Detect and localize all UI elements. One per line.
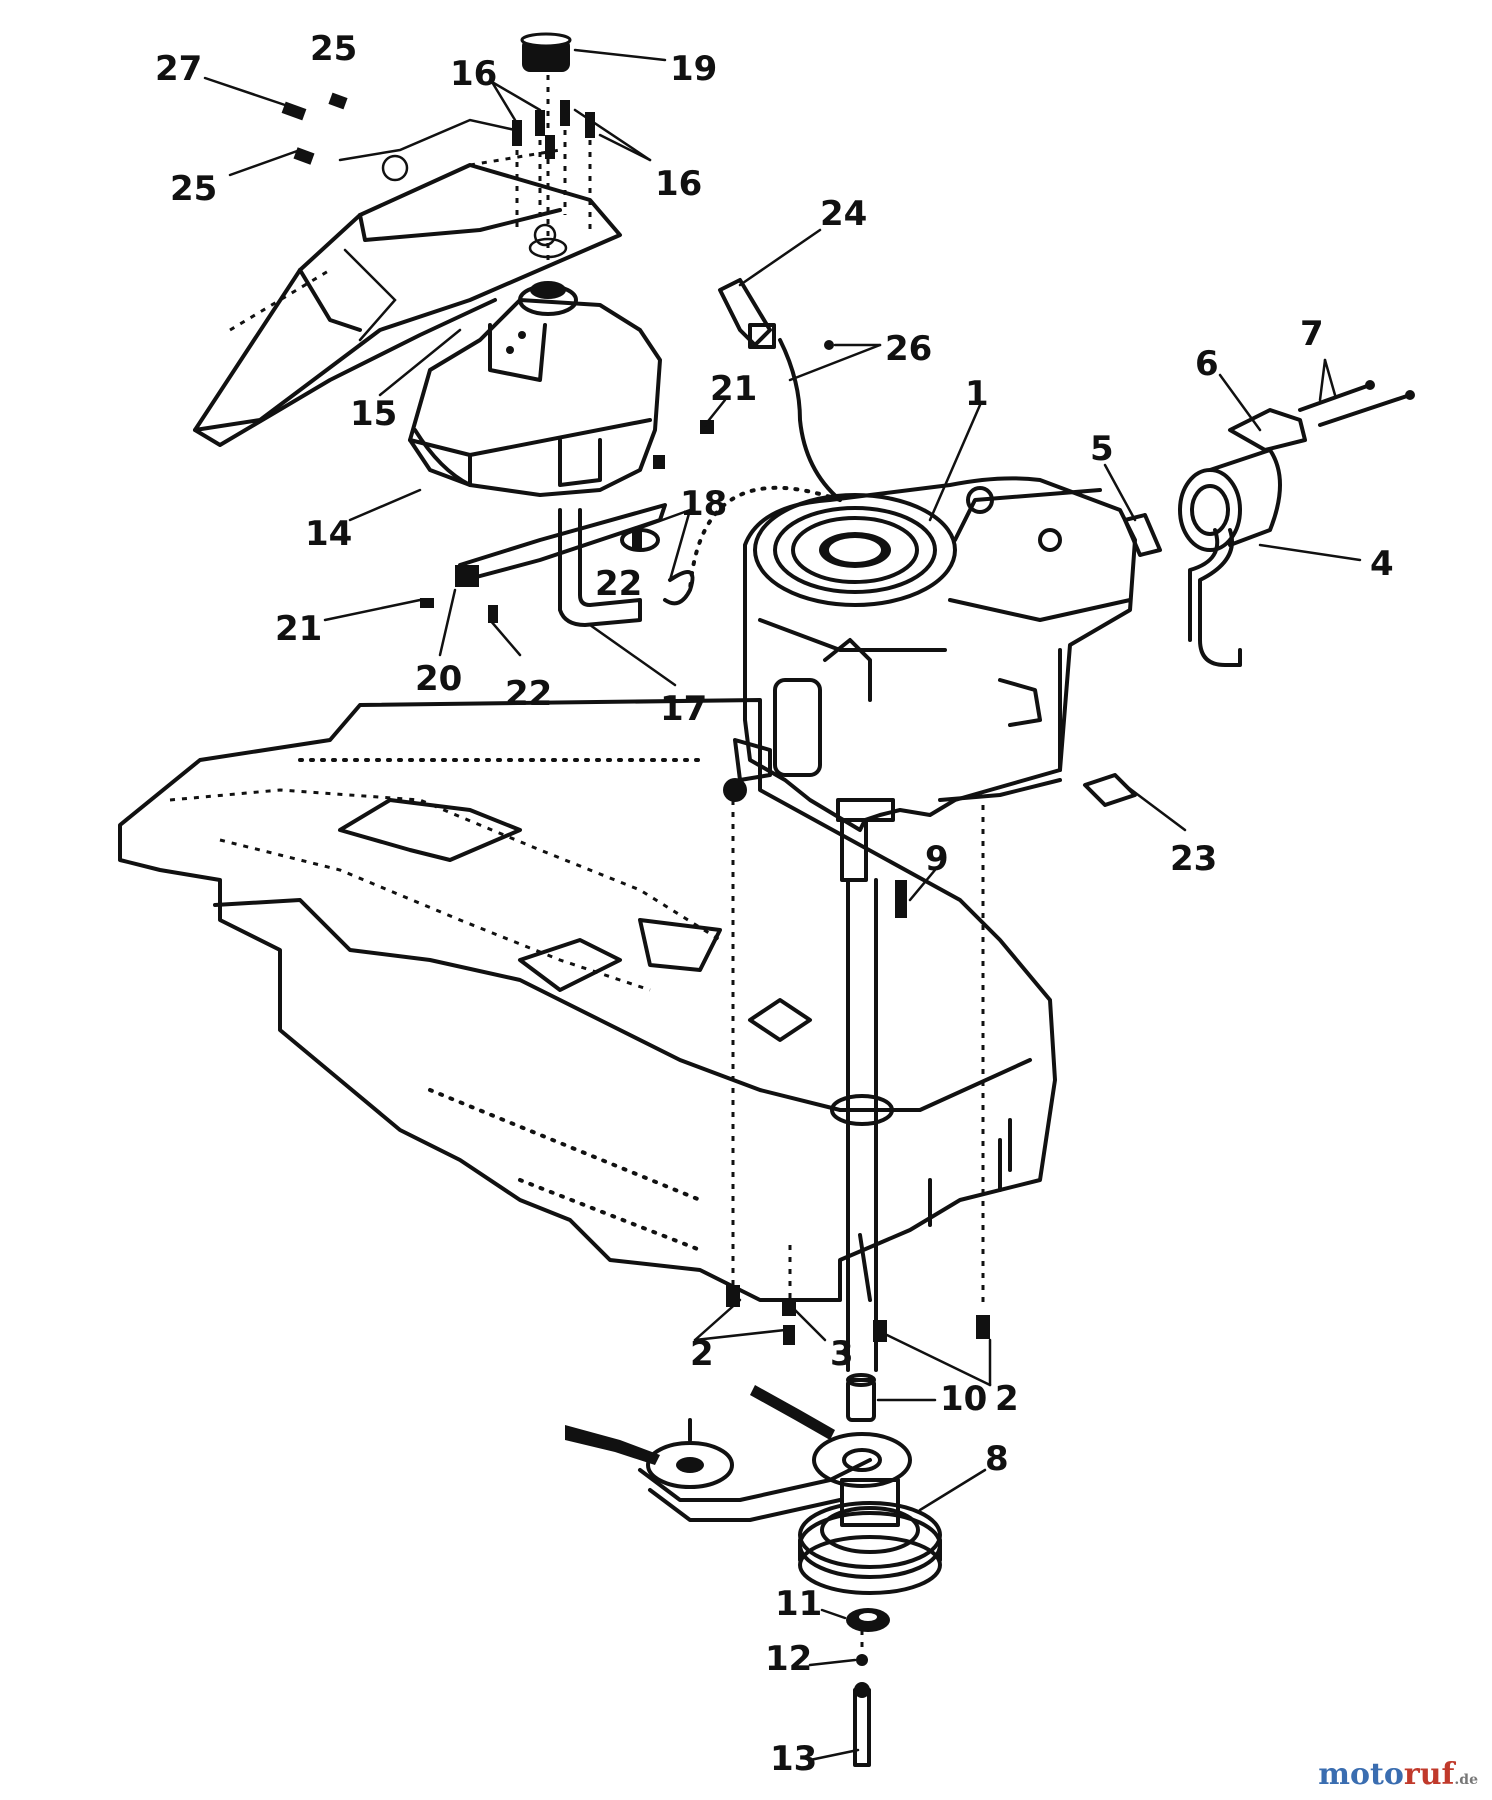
- label-10: 10: [940, 1379, 987, 1419]
- bolt-guides: [731, 800, 985, 1305]
- watermark-logo: motoruf.de: [1318, 1757, 1478, 1792]
- watermark-suffix: .de: [1454, 1772, 1478, 1788]
- drive-belt: [565, 1385, 912, 1522]
- label-8: 8: [985, 1439, 1009, 1479]
- label-27: 27: [155, 49, 202, 89]
- label-14: 14: [305, 514, 352, 554]
- mounting-screws: [726, 1285, 990, 1345]
- label-22-bottom: 22: [505, 674, 552, 714]
- muffler-assembly: [1123, 380, 1415, 667]
- label-5: 5: [1090, 429, 1114, 469]
- label-4: 4: [1370, 544, 1394, 584]
- engine: [723, 476, 1137, 832]
- label-19: 19: [670, 49, 717, 89]
- callout-labels: 27 25 25 16 19 16 15 14 24 26 21 18 22 2…: [155, 29, 1394, 1779]
- label-13: 13: [770, 1739, 817, 1779]
- leader-lines: [203, 48, 1362, 1762]
- label-15: 15: [350, 394, 397, 434]
- bracket-bolts: [420, 530, 642, 623]
- cap-screws: [512, 75, 595, 265]
- label-25-top: 25: [310, 29, 357, 69]
- spacer: [846, 1373, 876, 1422]
- label-6: 6: [1195, 344, 1219, 384]
- dash-support-frame: [193, 118, 622, 447]
- label-25-left: 25: [170, 169, 217, 209]
- label-24: 24: [820, 194, 867, 234]
- label-1: 1: [965, 374, 989, 414]
- throttle-cable: [688, 278, 842, 592]
- label-22-center: 22: [595, 564, 642, 604]
- cover-plate: [1083, 773, 1137, 807]
- label-23: 23: [1170, 839, 1217, 879]
- label-2-right: 2: [995, 1379, 1019, 1419]
- label-2-left: 2: [690, 1334, 714, 1374]
- label-16-left: 16: [450, 54, 497, 94]
- pulley-hardware: [846, 1608, 890, 1767]
- watermark-part2: ruf: [1403, 1757, 1455, 1792]
- label-17: 17: [660, 689, 707, 729]
- main-pulley: [798, 1478, 942, 1595]
- tank-bracket: [455, 420, 714, 587]
- watermark-part1: moto: [1318, 1757, 1404, 1792]
- label-26: 26: [885, 329, 932, 369]
- label-21-left: 21: [275, 609, 322, 649]
- label-7: 7: [1300, 314, 1324, 354]
- label-9: 9: [925, 839, 949, 879]
- chassis-frame: [118, 698, 1057, 1302]
- label-18: 18: [680, 484, 727, 524]
- label-3: 3: [830, 1334, 854, 1374]
- label-11: 11: [775, 1584, 822, 1624]
- label-21-top: 21: [710, 369, 757, 409]
- fuel-tank: [408, 281, 662, 497]
- fuel-cap: [520, 32, 572, 72]
- label-16-right: 16: [655, 164, 702, 204]
- crankshaft: [840, 818, 907, 1372]
- label-12: 12: [765, 1639, 812, 1679]
- label-20: 20: [415, 659, 462, 699]
